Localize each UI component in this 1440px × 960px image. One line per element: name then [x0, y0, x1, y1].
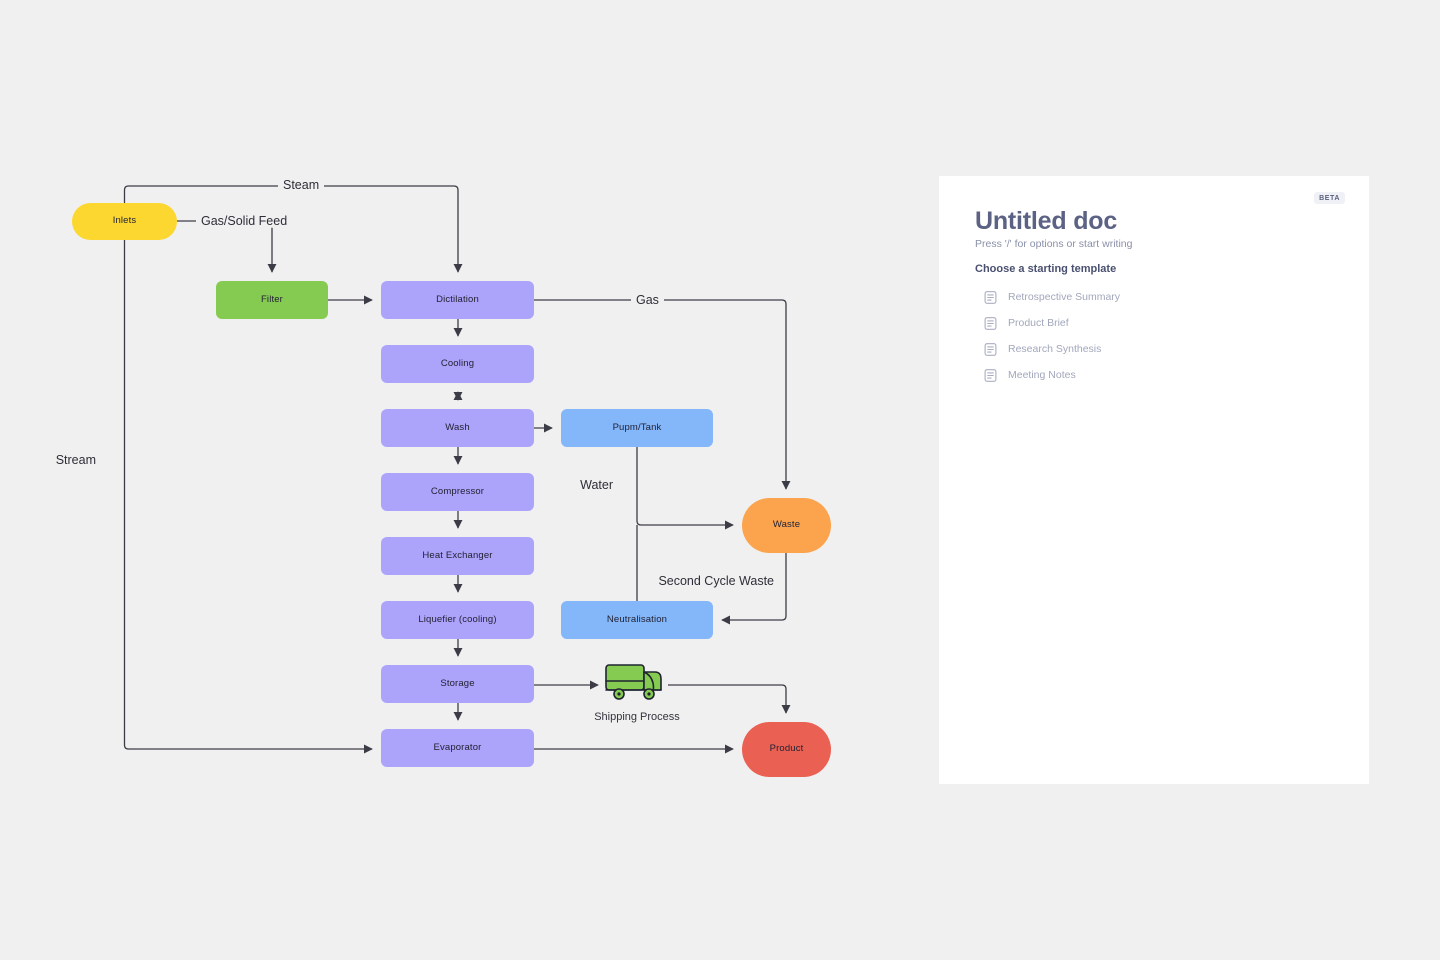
edge-label-gas-solid-feed: Gas/Solid Feed: [196, 215, 293, 228]
flow-node-label: Wash: [445, 421, 470, 433]
flow-node-wash[interactable]: Wash: [381, 409, 534, 447]
flow-node-waste[interactable]: Waste: [742, 498, 831, 553]
templates-heading: Choose a starting template: [975, 263, 1117, 275]
template-label: Research Synthesis: [1008, 342, 1102, 355]
truck-icon[interactable]: [603, 661, 671, 705]
template-item-retrospective-summary[interactable]: Retrospective Summary: [984, 284, 1324, 310]
template-item-meeting-notes[interactable]: Meeting Notes: [984, 362, 1324, 388]
flow-node-filter[interactable]: Filter: [216, 281, 328, 319]
template-label: Retrospective Summary: [1008, 290, 1121, 303]
flow-node-product[interactable]: Product: [742, 722, 831, 777]
flow-node-label: Dictilation: [436, 293, 479, 305]
flow-node-storage[interactable]: Storage: [381, 665, 534, 703]
flow-node-neutralisation[interactable]: Neutralisation: [561, 601, 713, 639]
flow-node-cooling[interactable]: Cooling: [381, 345, 534, 383]
beta-badge: BETA: [1314, 192, 1345, 204]
flow-node-distillation[interactable]: Dictilation: [381, 281, 534, 319]
flow-node-inlets[interactable]: Inlets: [72, 203, 177, 240]
flow-node-label: Waste: [772, 519, 801, 531]
template-label: Meeting Notes: [1008, 368, 1076, 381]
document-placeholder-hint: Press '/' for options or start writing: [975, 238, 1133, 250]
flow-node-label: Liquefier (cooling): [418, 613, 497, 625]
flow-node-label: Storage: [440, 677, 475, 689]
flow-node-label: Evaporator: [433, 741, 482, 753]
flowchart-canvas[interactable]: Inlets Filter Dictilation Cooling Wash C…: [0, 0, 940, 960]
document-icon: [984, 368, 997, 382]
flow-node-label: Product: [769, 743, 804, 755]
flowchart-connectors: [123, 185, 791, 754]
edge-label-gas: Gas: [631, 294, 664, 307]
flow-node-evaporator[interactable]: Evaporator: [381, 729, 534, 767]
template-label: Product Brief: [1008, 316, 1069, 329]
flow-node-label: Cooling: [440, 357, 475, 369]
document-icon: [984, 342, 997, 356]
flow-node-label: Inlets: [112, 215, 137, 227]
edge-label-water: Water: [575, 479, 618, 492]
flow-node-heat-exchanger[interactable]: Heat Exchanger: [381, 537, 534, 575]
flow-node-label: Filter: [260, 293, 283, 305]
flow-node-label: Neutralisation: [606, 613, 668, 625]
document-title[interactable]: Untitled doc: [975, 207, 1118, 235]
template-item-research-synthesis[interactable]: Research Synthesis: [984, 336, 1324, 362]
flow-node-label: Heat Exchanger: [422, 549, 493, 561]
shipping-process-caption: Shipping Process: [594, 711, 680, 723]
flow-node-pump-tank[interactable]: Pupm/Tank: [561, 409, 713, 447]
flow-node-liquefier[interactable]: Liquefier (cooling): [381, 601, 534, 639]
template-item-product-brief[interactable]: Product Brief: [984, 310, 1324, 336]
edge-label-steam: Steam: [278, 179, 325, 192]
edge-label-stream: Stream: [50, 454, 101, 467]
flow-node-label: Compressor: [430, 485, 485, 497]
document-panel[interactable]: BETA Untitled doc Press '/' for options …: [939, 176, 1369, 784]
flow-node-compressor[interactable]: Compressor: [381, 473, 534, 511]
document-icon: [984, 290, 997, 304]
document-icon: [984, 316, 997, 330]
edge-label-second-cycle-waste: Second Cycle Waste: [653, 575, 779, 588]
template-list: Retrospective Summary Product Brief Rese…: [984, 284, 1324, 388]
flow-node-label: Pupm/Tank: [612, 421, 662, 433]
